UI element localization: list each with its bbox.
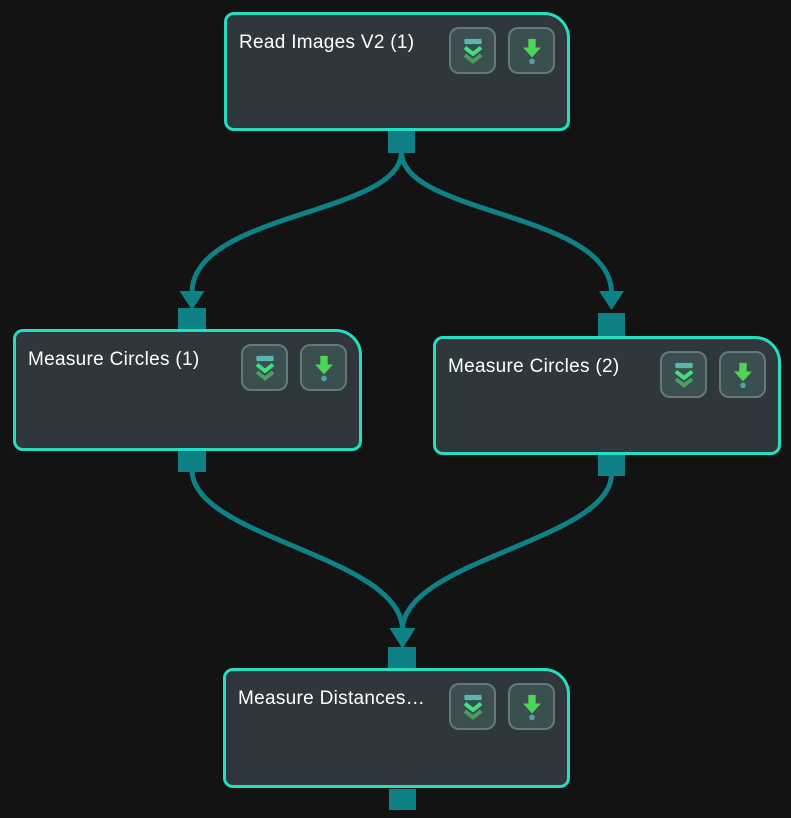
node-buttons (449, 683, 555, 730)
node-header: Measure Circles (2) (436, 339, 778, 398)
double-chevron-down-icon (463, 38, 482, 64)
run-button[interactable] (719, 351, 766, 398)
run-button[interactable] (508, 27, 555, 74)
expand-button[interactable] (449, 27, 496, 74)
edge-read-images-to-measure-circles-1[interactable] (189, 151, 404, 294)
expand-button[interactable] (449, 683, 496, 730)
output-port-read-images-v2-1[interactable] (388, 131, 415, 153)
node-header: Measure Distances… (226, 671, 567, 730)
node-buttons (449, 27, 555, 74)
node-measure-circles-2[interactable]: Measure Circles (2) (433, 336, 781, 455)
node-title: Measure Circles (1) (28, 349, 200, 370)
node-measure-distances[interactable]: Measure Distances… (223, 668, 570, 788)
arrowhead-icon (179, 291, 205, 310)
double-chevron-down-icon (674, 362, 693, 388)
node-header: Read Images V2 (1) (227, 15, 567, 74)
node-read-images-v2-1[interactable]: Read Images V2 (1) (224, 12, 570, 131)
node-buttons (660, 351, 766, 398)
expand-button[interactable] (241, 344, 288, 391)
arrowhead-icon (389, 628, 416, 649)
edge-measure-circles-1-to-measure-distances[interactable] (189, 469, 405, 631)
down-arrow-icon (522, 694, 541, 720)
input-port-measure-distances[interactable] (388, 647, 416, 668)
output-port-measure-distances[interactable] (389, 789, 416, 810)
node-header: Measure Circles (1) (16, 332, 359, 391)
node-title: Measure Distances… (238, 688, 426, 709)
node-title: Measure Circles (2) (448, 356, 620, 377)
node-title: Read Images V2 (1) (239, 32, 415, 53)
down-arrow-icon (314, 355, 333, 381)
run-button[interactable] (300, 344, 347, 391)
output-port-measure-circles-1[interactable] (178, 451, 206, 472)
down-arrow-icon (733, 362, 752, 388)
expand-button[interactable] (660, 351, 707, 398)
output-port-measure-circles-2[interactable] (598, 455, 625, 476)
edge-measure-circles-2-to-measure-distances[interactable] (400, 473, 614, 631)
run-button[interactable] (508, 683, 555, 730)
double-chevron-down-icon (255, 355, 274, 381)
node-buttons (241, 344, 347, 391)
edge-read-images-to-measure-circles-2[interactable] (399, 151, 614, 294)
arrowhead-icon (599, 291, 624, 310)
input-port-measure-circles-2[interactable] (598, 313, 625, 336)
input-port-measure-circles-1[interactable] (178, 308, 206, 330)
double-chevron-down-icon (463, 694, 482, 720)
down-arrow-icon (522, 38, 541, 64)
node-measure-circles-1[interactable]: Measure Circles (1) (13, 329, 362, 451)
